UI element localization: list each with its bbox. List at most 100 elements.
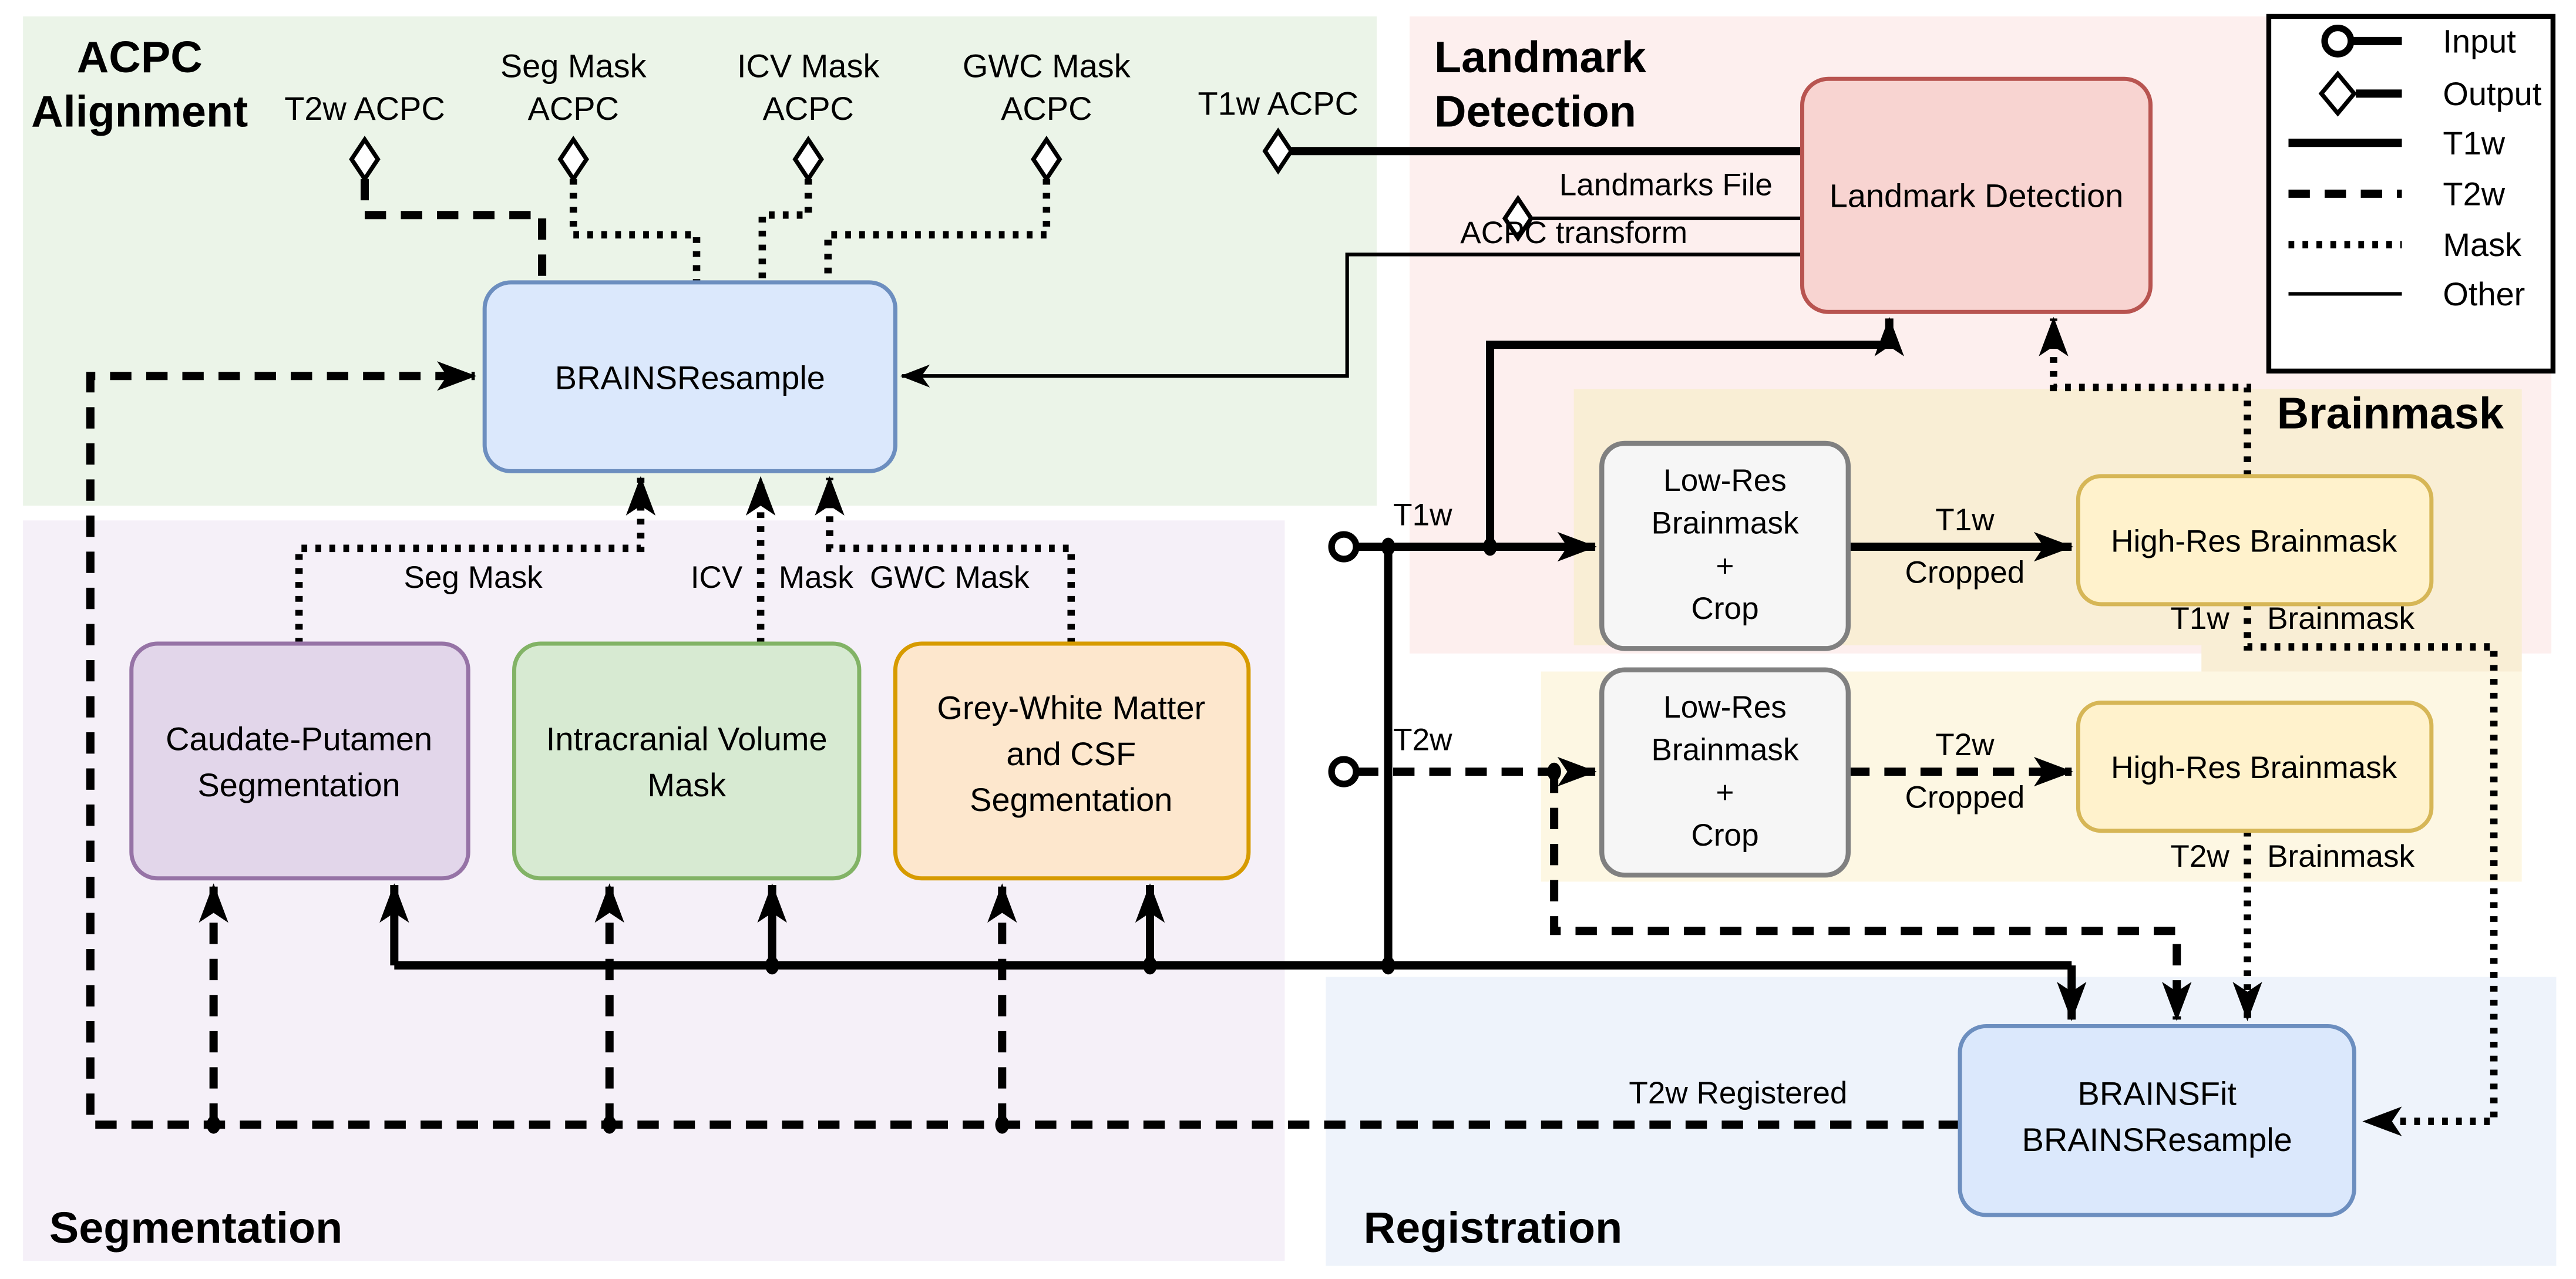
landmark-region-title-line2: Detection [1434,86,1636,136]
node-lowres-t2-line1: Low-Res [1663,690,1787,725]
edge-t2w-acpc-output [360,179,547,282]
node-brainsfit-line1: BRAINSFit [2078,1075,2237,1112]
acpc-region-title-line2: Alignment [31,86,248,136]
node-gwc-line3: Segmentation [970,781,1172,818]
node-lowres-t1-line2: Brainmask [1652,506,1799,541]
node-highres-brainmask-t2 [2076,701,2434,833]
label-acpc-transform: ACPC transform [1460,216,1687,250]
junction-dot [765,956,779,975]
segmentation-region-title: Segmentation [49,1203,342,1253]
node-icv-line1: Intracranial Volume [546,721,828,758]
legend-output-diamond-icon [2318,70,2358,117]
label-t2w-registered: T2w Registered [1629,1076,1847,1110]
edge-t1w-brainmask-to-landmark [2039,317,2251,476]
edge-acpc-transform-to-brainsresample [900,253,1802,388]
label-t2w-acpc: T2w ACPC [284,90,445,127]
label-icv-mask-acpc-line1: ICV Mask [737,47,880,84]
label-gwc-mask: GWC Mask [870,560,1030,595]
junction-dot [1381,956,1395,975]
node-lowres-brainmask-t1 [1599,440,1851,651]
legend-label-output: Output [2443,75,2541,112]
output-diamond-icon [349,136,381,183]
output-diamond-icon [792,136,824,183]
node-landmark-detection-label: Landmark Detection [1830,177,2124,214]
label-icv-mask-acpc-line2: ACPC [763,90,854,127]
node-lowres-t1-line1: Low-Res [1663,463,1787,498]
label-t1w-acpc: T1w ACPC [1198,85,1358,122]
legend-label-other: Other [2443,275,2525,312]
edge-t1w-brainmask-to-brainsfit [2244,604,2498,1136]
node-highres-brainmask-t1 [2076,474,2434,607]
node-landmark-detection [1800,76,2153,314]
node-highres-t2-label: High-Res Brainmask [2111,750,2397,785]
acpc-region-title-line1: ACPC [77,32,203,82]
junction-dot [1547,762,1561,781]
registration-region-title: Registration [1364,1203,1623,1253]
node-brainsfit-line2: BRAINSResample [2022,1121,2292,1158]
node-lowres-t2-line2: Brainmask [1652,733,1799,768]
landmark-region-title-line1: Landmark [1434,32,1647,82]
output-diamond-icon [1502,194,1534,242]
brainmask-region-title: Brainmask [2277,389,2504,438]
label-icv-mask-part2: Mask [779,560,853,595]
label-t2w-brainmask-part1: T2w [2170,839,2229,874]
legend-label-t1w: T1w [2443,124,2505,161]
edge-t2w-registered-trunk [86,361,1960,1129]
input-circle-icon [1328,756,1360,787]
output-diamond-icon [557,136,589,183]
label-seg-mask-acpc-line1: Seg Mask [500,47,647,84]
node-lowres-brainmask-t2 [1599,667,1851,878]
label-seg-mask: Seg Mask [403,560,543,595]
legend-label-input: Input [2443,22,2516,59]
junction-dot [603,1115,617,1134]
node-lowres-t1-line3: + [1716,548,1734,583]
label-t1w-input: T1w [1393,498,1452,533]
label-t2w-cropped-line2: Cropped [1905,780,2025,815]
edge-t2w-to-brainsfit [1550,772,2192,1022]
label-gwc-mask-acpc-line1: GWC Mask [963,47,1131,84]
label-seg-mask-acpc-line2: ACPC [528,90,619,127]
junction-dot [995,1115,1010,1134]
edge-gwc-mask-riser [815,476,1075,644]
label-t1w-brainmask-part1: T1w [2170,601,2229,636]
node-icv-line2: Mask [647,766,727,803]
node-grey-white-csf [893,641,1251,881]
junction-dot [206,1115,221,1134]
edge-seg-mask-riser [295,476,656,644]
edge-t1w-to-landmark-detection [1486,317,1904,547]
node-caudate-putamen [129,641,470,881]
node-caudate-line2: Segmentation [198,766,401,803]
junction-dot [1483,537,1497,556]
node-intracranial-volume [512,641,862,881]
label-t2w-input: T2w [1393,723,1452,758]
node-highres-t1-label: High-Res Brainmask [2111,524,2397,558]
legend-label-mask: Mask [2443,226,2522,263]
node-gwc-line2: and CSF [1006,735,1136,772]
legend-input-circle-icon [2321,24,2355,58]
label-t1w-cropped-line2: Cropped [1905,556,2025,590]
node-gwc-line1: Grey-White Matter [937,689,1205,726]
label-gwc-mask-acpc-line2: ACPC [1001,90,1092,127]
label-t2w-cropped-line1: T2w [1935,728,1995,762]
legend-label-t2w: T2w [2443,175,2505,212]
edge-icv-mask-acpc-output [758,179,812,282]
node-lowres-t1-line4: Crop [1691,591,1758,626]
label-landmarks-file: Landmarks File [1559,168,1773,203]
edge-gwc-mask-acpc-output [824,179,1051,282]
output-diamond-icon [1031,136,1062,183]
label-t2w-brainmask-part2: Brainmask [2267,839,2414,874]
input-circle-icon [1328,531,1360,563]
node-brainsfit [1958,1024,2356,1217]
node-brainsresample [482,280,897,473]
legend-box [2266,14,2556,374]
junction-dot [1143,956,1157,975]
label-t1w-brainmask-part2: Brainmask [2267,601,2414,636]
node-brainsresample-label: BRAINSResample [555,359,825,396]
output-diamond-icon [1262,127,1294,175]
node-lowres-t2-line4: Crop [1691,818,1758,853]
node-caudate-line1: Caudate-Putamen [166,721,432,758]
node-lowres-t2-line3: + [1716,775,1734,810]
label-t1w-cropped-line1: T1w [1935,503,1995,537]
